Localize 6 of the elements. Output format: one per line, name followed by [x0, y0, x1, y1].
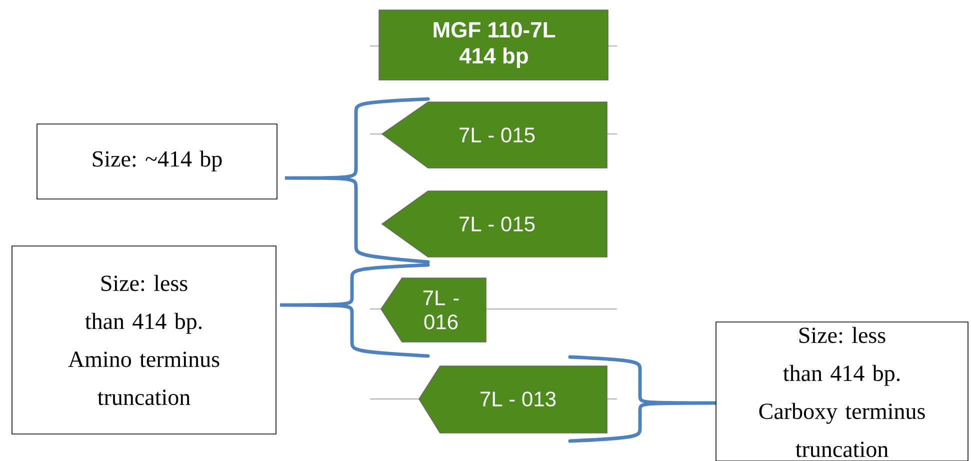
- gene-block: 7L - 016: [380, 278, 486, 342]
- gene-box: MGF 110-7L 414 bp: [378, 10, 608, 80]
- text-box: Size: less than 414 bp. Amino terminus truncation: [12, 246, 276, 434]
- text-box: Size: less than 414 bp. Carboxy terminus truncation: [716, 322, 968, 461]
- text-box: Size: ~414 bp: [36, 124, 278, 200]
- gene-block: 7L - 013: [418, 366, 608, 434]
